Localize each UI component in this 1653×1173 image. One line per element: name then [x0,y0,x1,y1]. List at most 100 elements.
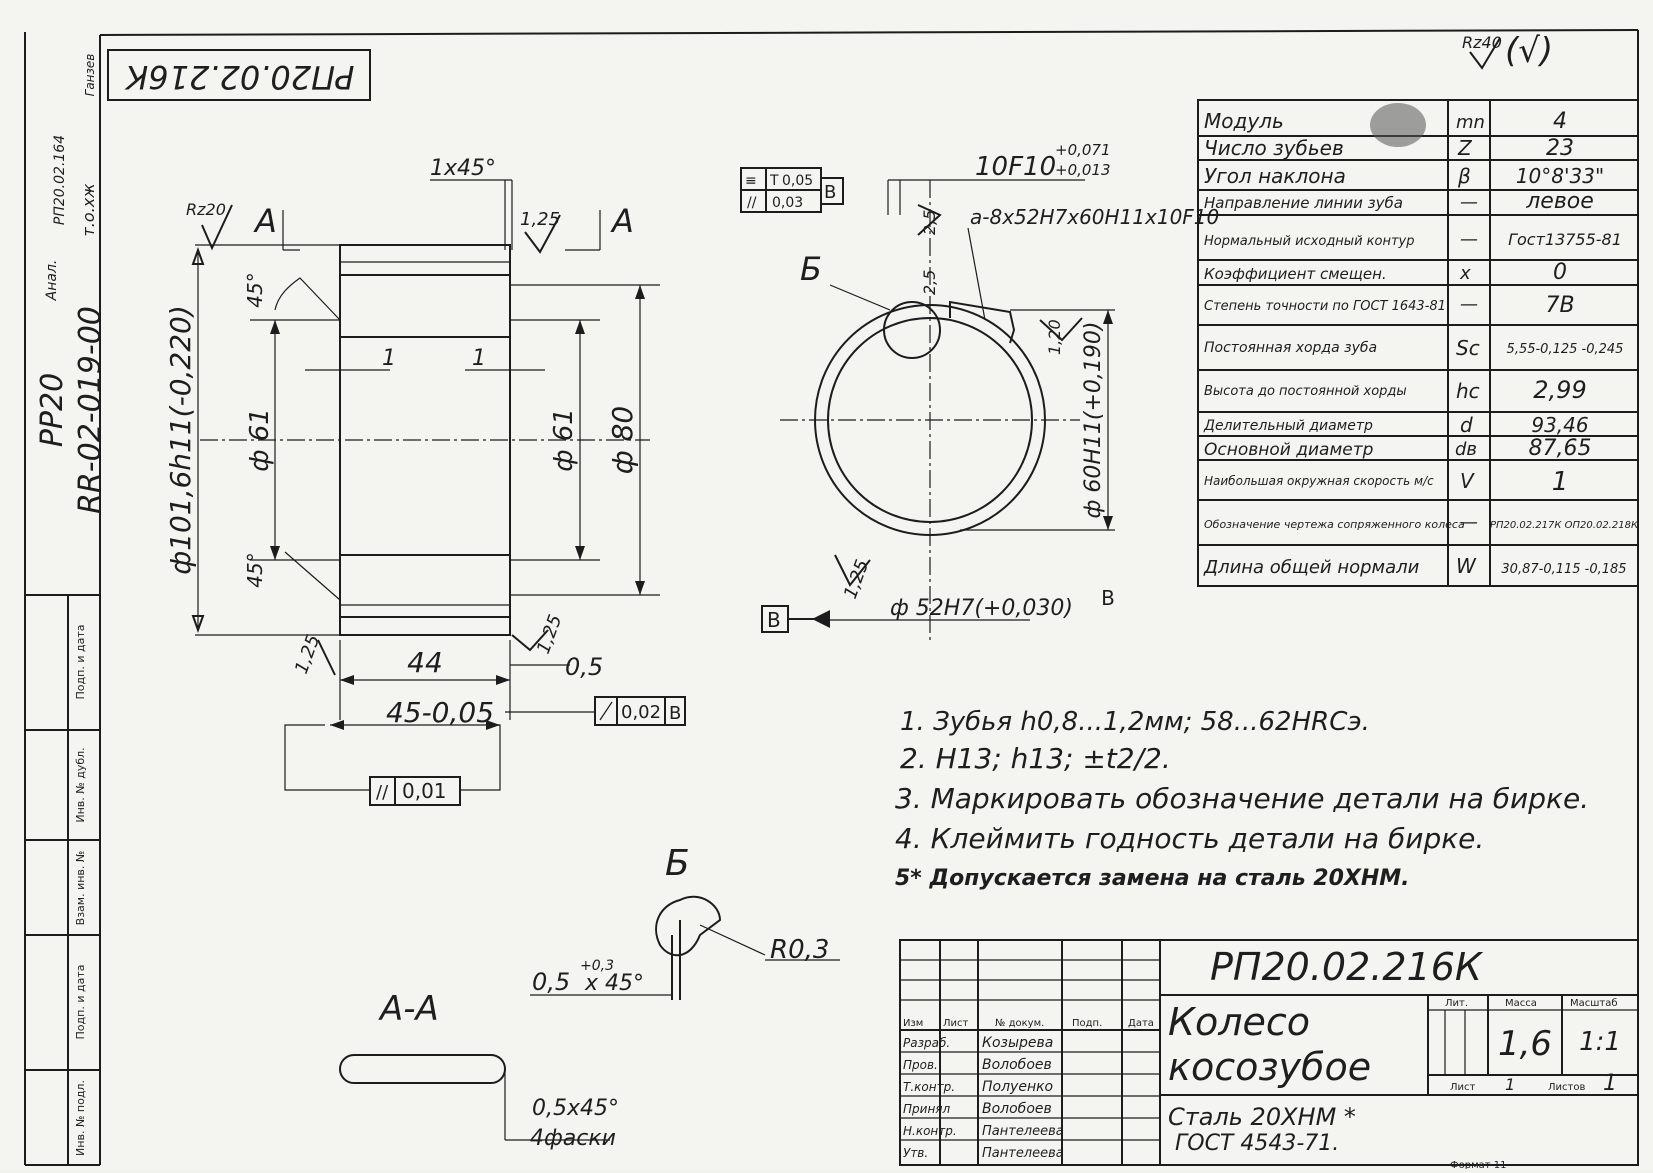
tb-sheet-label: Лист [1450,1082,1476,1093]
param-sym-4: — [1460,229,1478,250]
param-sym-7: Sc [1456,336,1480,360]
section-aa-view: А-А 0,5х45° 4фаски [339,989,619,1151]
dim-44: 44 [407,646,443,679]
param-val-11: 1 [1552,467,1569,497]
param-label-13: Длина общей нормали [1203,557,1420,578]
param-label-7: Постоянная хорда зуба [1204,340,1377,356]
section-mark-right: А [610,202,634,240]
chamfer-top: 1х45° [430,156,496,181]
param-sym-3: — [1460,192,1478,213]
dim-52: ф 52H7(+0,030) [890,596,1073,621]
tb-name-1: Волобоев [982,1057,1052,1073]
note-4: 4. Клеймить годность детали на бирке. [895,822,1484,855]
note-1: 1. Зубья h0,8...1,2мм; 58...62HRCэ. [900,707,1370,737]
param-val-12: РП20.02.217К ОП20.02.218К [1490,520,1639,531]
dim-1-right: 1 [472,346,486,371]
side-strip: Подп. и дата Инв. № дубл. Взам. инв. № П… [25,594,100,1166]
param-label-4: Нормальный исходный контур [1204,234,1414,249]
strip-label-3: Взам. инв. № [74,851,87,926]
detail-b-title: Б [665,843,690,884]
gear-end-view: Б ≡ // Т 0,05 0,03 В 10F10 +0,071 +0,013… [740,141,1219,640]
param-label-11: Наибольшая окружная скорость м/с [1204,474,1434,488]
note-5: 5* Допускается замена на сталь 20ХНМ. [895,866,1410,891]
runout-value: 0,02 [621,702,661,723]
tb-name-3: Волобоев [982,1101,1052,1117]
param-label-8: Высота до постоянной хорды [1204,384,1407,399]
param-val-8: 2,99 [1533,376,1586,404]
tb-role-5: Утв. [903,1146,928,1160]
param-sym-0: mn [1456,112,1485,133]
gear-params-table: Модуль mn 4 Число зубьев Z 23 Угол накло… [1197,99,1639,587]
param-sym-12: — [1460,512,1478,533]
margin-anal: Анал. [44,260,60,302]
parallel-value: 0,01 [402,779,447,803]
param-sym-8: hc [1456,379,1480,403]
fit-10f10-lower: +0,013 [1055,161,1111,179]
spline-spec: a-8x52H7x60H11x10F10 [970,205,1219,229]
tb-scale: 1:1 [1579,1027,1621,1057]
tb-mass-label: Масса [1505,998,1537,1009]
left-margin-labels: РР20 RR-02-019-00 Анал. РП20.02.164 т.о.… [35,54,108,514]
param-val-10: 87,65 [1529,436,1592,461]
roughness-general: (√) [1505,31,1553,71]
tb-name-2: Полуенко [982,1079,1053,1095]
tb-role-2: Т.контр. [903,1080,955,1094]
param-val-2: 10°8'33" [1516,164,1604,188]
roughness-mark: Rz40 [1462,33,1502,52]
tb-mass: 1,6 [1498,1024,1552,1064]
tb-material-1: Сталь 20ХНМ * [1168,1103,1356,1131]
title-block: Изм Лист № докум. Подп. Дата Разраб. Коз… [899,939,1639,1171]
dim-60: ф 60H11(+0,190) [1081,322,1106,519]
strip-label-1: Подп. и дата [74,625,87,700]
section-aa-title: А-А [378,989,439,1029]
param-sym-10: dв [1455,439,1477,460]
note-2: 2. H13; h13; ±t2/2. [900,742,1171,775]
param-sym-1: Z [1457,136,1473,160]
tb-name-4: Пантелеева [982,1124,1064,1139]
param-sym-9: d [1460,413,1473,437]
fit-10f10: 10F10 [975,152,1056,182]
detail-b-tol: +0,3 [580,958,614,974]
rotated-number-box: РП20.02.216К [107,49,371,101]
strip-label-5: Инв. № подл. [74,1080,87,1156]
section-aa-chamfer: 0,5х45° [532,1096,619,1121]
svg-text://: // [747,195,757,211]
tb-role-4: Н.контр. [903,1124,957,1138]
tb-col-sign: Подп. [1072,1018,1102,1029]
tol-2: 0,03 [772,195,803,211]
dim-outer-dia: ф101,6h11(-0,220) [164,305,197,575]
detail-mark: Б [800,250,822,288]
tb-role-1: Пров. [903,1058,938,1072]
param-sym-2: β [1457,164,1471,188]
section-aa-count: 4фаски [530,1126,616,1151]
technical-notes: 1. Зубья h0,8...1,2мм; 58...62HRCэ. 2. H… [895,707,1589,891]
fit-10f10-upper: +0,071 [1055,141,1111,159]
tb-sheet: 1 [1505,1075,1515,1094]
tb-number: РП20.02.216К [1210,945,1484,989]
tol-1-prefix: Т [769,173,779,189]
gear-section-view: ф101,6h11(-0,220) ф 61 ф 61 ф 80 45° 45°… [164,156,686,806]
rough-left: Rz20 [186,200,226,219]
param-label-9: Делительный диаметр [1203,418,1373,434]
dim-45: 45-0,05 [386,696,494,729]
margin-small-sign: т.о.хж [79,183,98,237]
detail-b-angle: х 45° [584,971,644,996]
runout-base: В [669,703,681,724]
param-sym-5: x [1459,263,1471,284]
param-label-6: Степень точности по ГОСТ 1643-81 [1204,299,1446,314]
param-val-7: 5,55-0,125 -0,245 [1507,342,1624,357]
tb-col-date: Дата [1128,1018,1154,1029]
dim-bore-right: ф 61 [549,408,579,472]
tb-name-line2: косозубое [1168,1045,1371,1089]
tb-sheets: 1 [1603,1071,1617,1096]
tb-sheets-label: Листов [1548,1082,1585,1093]
param-label-2: Угол наклона [1204,164,1346,188]
rotated-drawing-number: РП20.02.216К [124,58,354,96]
note-3: 3. Маркировать обозначение детали на бир… [895,782,1589,815]
tb-col-list: Лист [943,1018,969,1029]
param-val-4: Гост13755-81 [1508,230,1622,249]
param-val-13: 30,87-0,115 -0,185 [1501,562,1626,577]
tol-1: 0,05 [782,173,813,189]
dim-0-5: 0,5 [565,653,603,681]
rough-25-b: 2,5 [920,270,939,295]
